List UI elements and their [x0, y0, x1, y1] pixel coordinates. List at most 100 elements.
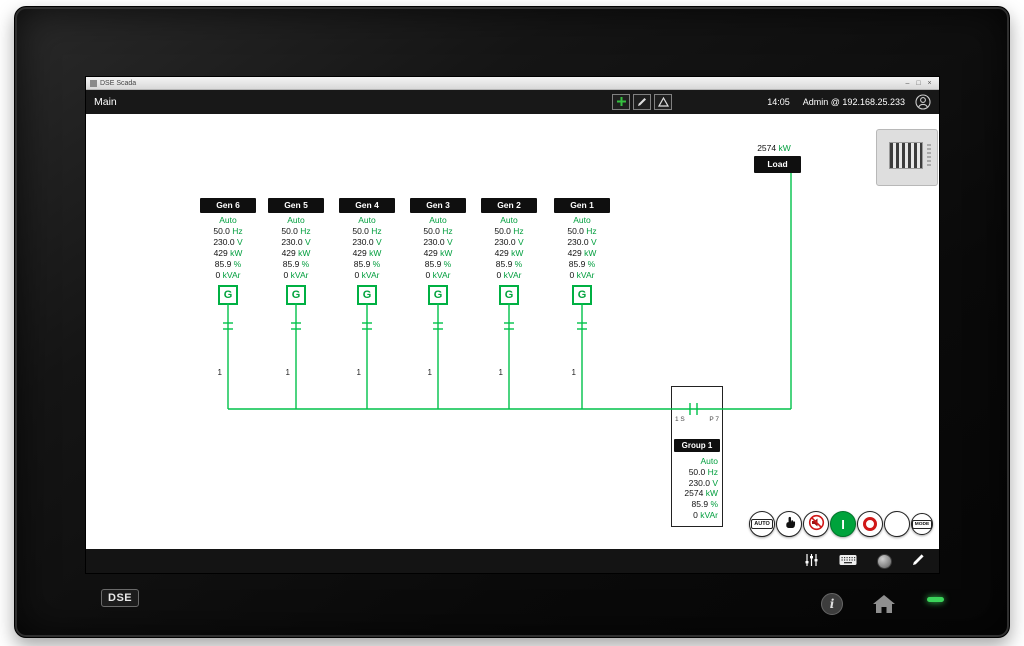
generator-reactive-power: 0 kVAr [354, 270, 380, 280]
generator-power: 429 kW [494, 248, 524, 258]
breaker-id-label: 1 [427, 368, 432, 377]
home-icon [873, 595, 895, 616]
app-icon [90, 79, 97, 87]
group-panel: 1 S P 7 Group 1 Auto 50.0 Hz 230.0 V 257… [671, 386, 723, 527]
generator-voltage: 230.0 V [352, 237, 382, 247]
pan-tool-button[interactable] [612, 94, 631, 110]
load-power-readout: 2574 kW [757, 143, 791, 153]
sliders-button[interactable] [804, 553, 819, 570]
group-power: 2574 kW [684, 488, 718, 499]
device-thumbnail[interactable] [876, 129, 938, 186]
page-title[interactable]: Main [94, 96, 117, 108]
generator-load-percent: 85.9 % [353, 259, 381, 269]
generator-symbol[interactable]: G [572, 285, 592, 305]
pencil-icon [912, 553, 925, 569]
generator-voltage: 230.0 V [281, 237, 311, 247]
generator-voltage: 230.0 V [213, 237, 243, 247]
group-tag-right: P 7 [709, 416, 719, 423]
generator-name-badge[interactable]: Gen 1 [554, 198, 610, 213]
group-voltage: 230.0 V [688, 477, 718, 488]
alarm-tool-button[interactable] [654, 94, 673, 110]
generator-column-gen5: Gen 5 Auto 50.0 Hz 230.0 V 429 kW 85.9 %… [268, 198, 324, 305]
generator-frequency: 50.0 Hz [567, 226, 597, 236]
generator-voltage: 230.0 V [494, 237, 524, 247]
generator-column-gen1: Gen 1 Auto 50.0 Hz 230.0 V 429 kW 85.9 %… [554, 198, 610, 305]
generator-frequency: 50.0 Hz [281, 226, 311, 236]
generator-frequency: 50.0 Hz [423, 226, 453, 236]
keyboard-icon [839, 554, 857, 569]
generator-mode: Auto [358, 215, 376, 225]
generator-symbol[interactable]: G [428, 285, 448, 305]
alarm-icon [657, 95, 669, 110]
screen: DSE Scada – □ × Main [86, 77, 939, 573]
generator-symbol[interactable]: G [286, 285, 306, 305]
generator-name-badge[interactable]: Gen 4 [339, 198, 395, 213]
generator-symbol[interactable]: G [357, 285, 377, 305]
group-readouts: Auto 50.0 Hz 230.0 V 2574 kW 85.9 % 0 kV… [674, 456, 718, 521]
generator-column-gen2: Gen 2 Auto 50.0 Hz 230.0 V 429 kW 85.9 %… [481, 198, 537, 305]
generator-power: 429 kW [352, 248, 382, 258]
single-line-diagram-wires [223, 173, 792, 415]
group-tag-left: 1 S [675, 416, 685, 423]
keyboard-button[interactable] [839, 554, 857, 569]
generator-frequency: 50.0 Hz [494, 226, 524, 236]
generator-load-percent: 85.9 % [214, 259, 242, 269]
screen-bottom-bar [86, 549, 939, 573]
home-button[interactable] [873, 595, 895, 616]
generator-load-percent: 85.9 % [495, 259, 523, 269]
generator-voltage: 230.0 V [423, 237, 453, 247]
user-avatar-icon[interactable] [915, 94, 931, 110]
alarm-mute-icon [808, 514, 825, 534]
load-badge[interactable]: Load [754, 156, 801, 173]
mode-button[interactable]: MODE [911, 513, 933, 535]
red-ring-icon [863, 517, 877, 531]
power-led [927, 597, 944, 602]
generator-power: 429 kW [567, 248, 597, 258]
maximize-button[interactable]: □ [916, 79, 921, 87]
manual-mode-button[interactable] [776, 511, 802, 537]
generator-voltage: 230.0 V [567, 237, 597, 247]
generator-column-gen3: Gen 3 Auto 50.0 Hz 230.0 V 429 kW 85.9 %… [410, 198, 466, 305]
generator-name-badge[interactable]: Gen 6 [200, 198, 256, 213]
auto-mode-button[interactable]: AUTO [749, 511, 775, 537]
sliders-icon [804, 553, 819, 570]
minimize-button[interactable]: – [905, 79, 910, 87]
knob-icon[interactable] [877, 553, 892, 569]
group-frequency: 50.0 Hz [688, 466, 718, 477]
stop-button[interactable] [857, 511, 883, 537]
close-button[interactable]: × [927, 79, 932, 87]
group-name-badge[interactable]: Group 1 [674, 439, 720, 452]
blank-button[interactable] [884, 511, 910, 537]
generator-power: 429 kW [281, 248, 311, 258]
alarm-mute-button[interactable] [803, 511, 829, 537]
pan-icon [616, 95, 627, 110]
generator-frequency: 50.0 Hz [213, 226, 243, 236]
monitor-bezel: DSE Scada – □ × Main [14, 6, 1010, 638]
generator-load-percent: 85.9 % [568, 259, 596, 269]
generator-symbol[interactable]: G [499, 285, 519, 305]
breaker-id-label: 1 [217, 368, 222, 377]
window-title: DSE Scada [100, 79, 137, 87]
generator-name-badge[interactable]: Gen 2 [481, 198, 537, 213]
generator-load-percent: 85.9 % [282, 259, 310, 269]
generator-reactive-power: 0 kVAr [215, 270, 241, 280]
generator-mode: Auto [500, 215, 518, 225]
generator-symbol[interactable]: G [218, 285, 238, 305]
generator-mode: Auto [219, 215, 237, 225]
breaker-id-label: 1 [498, 368, 503, 377]
generator-mode: Auto [429, 215, 447, 225]
generator-name-badge[interactable]: Gen 5 [268, 198, 324, 213]
generator-reactive-power: 0 kVAr [425, 270, 451, 280]
annotate-button[interactable] [912, 553, 925, 569]
group-load-percent: 85.9 % [691, 499, 718, 510]
edit-tool-button[interactable] [633, 94, 652, 110]
info-button[interactable]: i [821, 593, 843, 615]
generator-mode: Auto [287, 215, 305, 225]
start-button[interactable]: I [830, 511, 856, 537]
logged-in-user: Admin @ 192.168.25.233 [802, 97, 905, 107]
generator-column-gen6: Gen 6 Auto 50.0 Hz 230.0 V 429 kW 85.9 %… [200, 198, 256, 305]
group-reactive-power: 0 kVAr [693, 509, 718, 520]
generator-name-badge[interactable]: Gen 3 [410, 198, 466, 213]
hand-icon [782, 515, 797, 533]
app-header: Main 14:05 Admi [86, 90, 939, 114]
